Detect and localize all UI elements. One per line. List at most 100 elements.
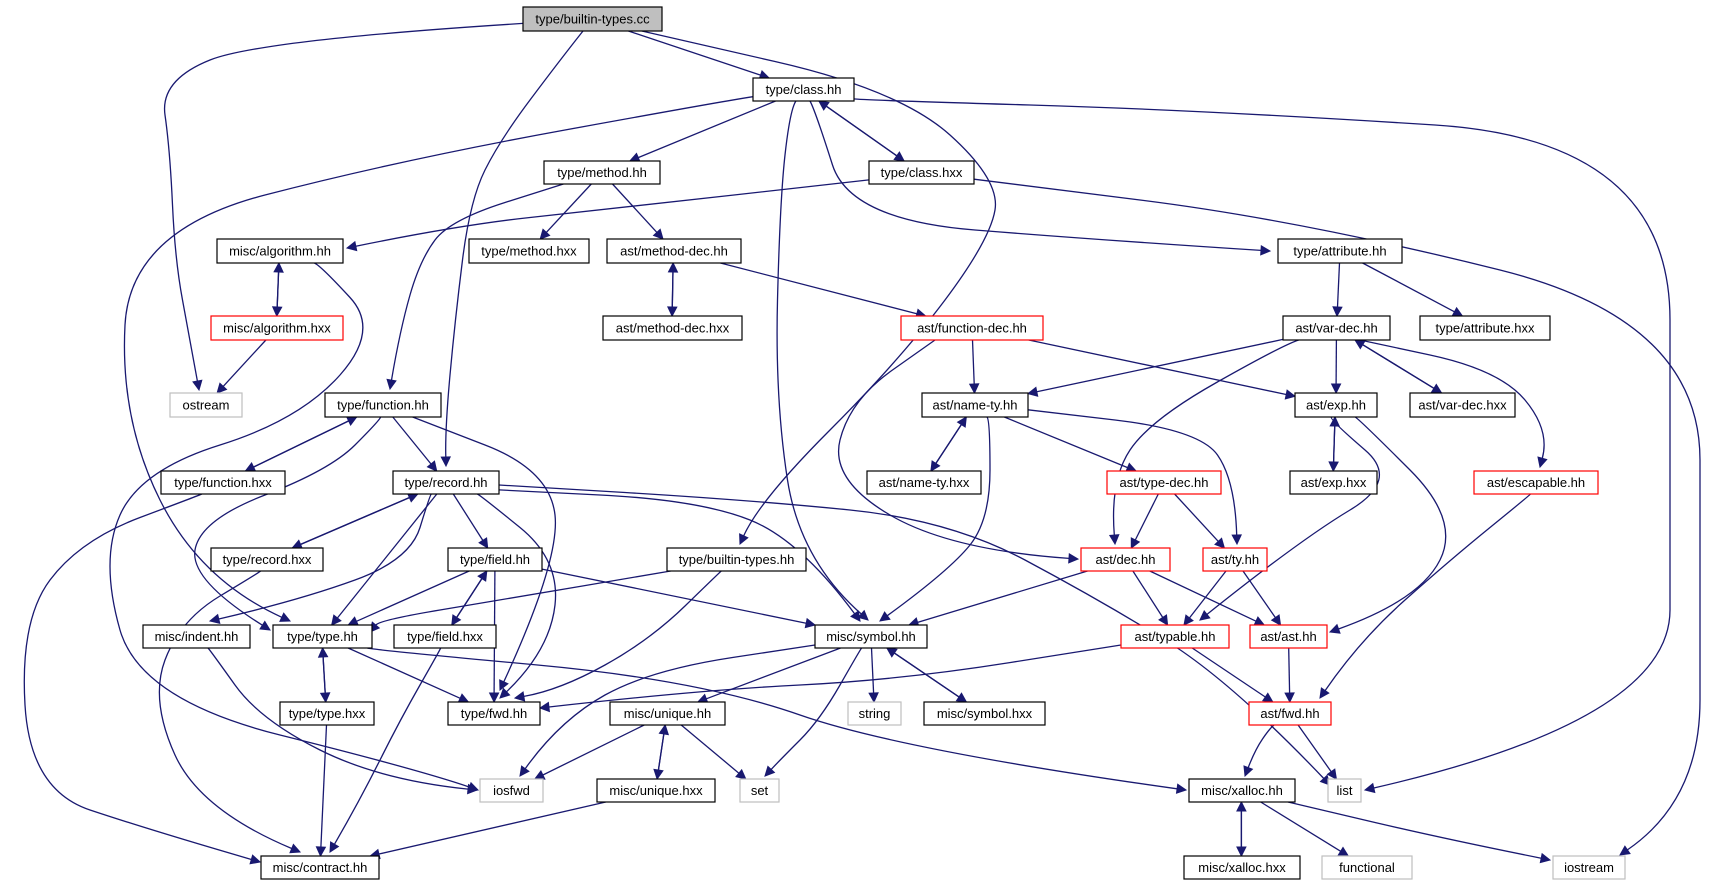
edge-method_dec_hh-to-function_dec_hh	[720, 262, 927, 319]
node-builtin-types-hh[interactable]: type/builtin-types.hh	[666, 547, 807, 572]
node-method-dec-hh[interactable]: ast/method-dec.hh	[606, 238, 742, 264]
node-var-dec-hh[interactable]: ast/var-dec.hh	[1282, 315, 1391, 341]
edge-line	[720, 262, 917, 315]
edge-line	[1149, 570, 1257, 622]
node-label: misc/unique.hxx	[609, 783, 703, 798]
node-box	[1277, 238, 1403, 264]
edge-type_dec_hh-to-dec_hh	[1130, 493, 1159, 549]
node-box	[739, 778, 780, 803]
node-ast-hh[interactable]: ast/ast.hh	[1249, 624, 1328, 649]
node-symbol-hxx[interactable]: misc/symbol.hxx	[923, 701, 1046, 726]
arrowhead	[1243, 765, 1254, 778]
node-exp-hxx[interactable]: ast/exp.hxx	[1289, 470, 1378, 495]
edge-line	[838, 339, 1070, 560]
node-contract-hh[interactable]: misc/contract.hh	[260, 855, 380, 880]
node-class-hxx[interactable]: type/class.hxx	[868, 160, 975, 185]
node-field-hh[interactable]: type/field.hh	[447, 547, 543, 572]
edge-line	[347, 647, 461, 699]
node-box	[1321, 855, 1413, 880]
node-ty-hh[interactable]: ast/ty.hh	[1202, 547, 1268, 572]
arrowhead	[499, 679, 509, 692]
arrowhead	[1619, 845, 1631, 856]
node-box	[1294, 392, 1378, 418]
node-exp-hh[interactable]: ast/exp.hh	[1294, 392, 1378, 418]
node-label: misc/algorithm.hh	[229, 244, 331, 259]
node-record-hh[interactable]: type/record.hh	[392, 470, 500, 495]
node-type-hh[interactable]: type/type.hh	[272, 624, 373, 649]
arrowhead	[331, 614, 342, 626]
node-field-hxx[interactable]: type/field.hxx	[393, 624, 497, 649]
arrowhead	[764, 765, 776, 777]
node-class-hh[interactable]: type/class.hh	[752, 77, 855, 102]
edge-line	[1206, 416, 1381, 615]
node-function-hh[interactable]: type/function.hh	[324, 392, 442, 418]
node-function-hxx[interactable]: type/function.hxx	[160, 470, 286, 495]
edge-record_hh-to-fwd_hh	[476, 493, 557, 699]
edge-class_hh-to-attribute_hh	[809, 100, 1272, 256]
node-method-hh[interactable]: type/method.hh	[543, 160, 661, 185]
arrowhead	[1330, 383, 1342, 395]
node-box	[1188, 778, 1296, 803]
edge-symbol_hxx-to-symbol_hh	[885, 647, 967, 703]
arrowhead	[1175, 783, 1188, 794]
node-escapable-hh[interactable]: ast/escapable.hh	[1473, 470, 1599, 495]
node-xalloc-hh[interactable]: misc/xalloc.hh	[1188, 778, 1296, 803]
node-algorithm-hxx[interactable]: misc/algorithm.hxx	[210, 315, 344, 341]
edge-line	[1260, 801, 1342, 852]
edge-line	[523, 570, 722, 698]
node-method-hxx[interactable]: type/method.hxx	[468, 238, 590, 264]
node-xalloc-hxx[interactable]: misc/xalloc.hxx	[1183, 855, 1301, 880]
edge-class_hxx-to-algorithm_hh	[345, 179, 870, 252]
node-type-dec-hh[interactable]: ast/type-dec.hh	[1106, 470, 1222, 495]
node-label: type/record.hxx	[223, 552, 312, 567]
node-attribute-hxx[interactable]: type/attribute.hxx	[1419, 315, 1551, 341]
node-label: list	[1337, 783, 1353, 798]
edge-line	[524, 644, 816, 770]
arrowhead	[1270, 614, 1282, 626]
edge-line	[894, 652, 967, 703]
node-label: misc/xalloc.hxx	[1198, 860, 1286, 875]
edge-line	[1028, 339, 1287, 396]
node-builtin-types-cc[interactable]: type/builtin-types.cc	[522, 6, 663, 32]
edge-line	[641, 30, 997, 537]
edge-line	[637, 100, 776, 159]
edge-exp_hxx-to-exp_hh	[1329, 415, 1340, 472]
node-type-hxx[interactable]: type/type.hxx	[279, 701, 375, 726]
arrowhead	[216, 382, 228, 394]
arrowhead	[1284, 389, 1297, 400]
edge-line	[245, 420, 349, 472]
edge-line	[971, 339, 975, 385]
node-function-dec-hh[interactable]: ast/function-dec.hh	[900, 315, 1044, 341]
node-name-ty-hxx[interactable]: ast/name-ty.hxx	[866, 470, 982, 495]
edge-field_hxx-to-field_hh	[451, 570, 488, 626]
node-unique-hh[interactable]: misc/unique.hh	[609, 701, 726, 726]
node-name-ty-hh[interactable]: ast/name-ty.hh	[921, 392, 1029, 418]
node-dec-hh[interactable]: ast/dec.hh	[1080, 547, 1171, 572]
arrowhead	[406, 492, 419, 503]
node-label: ast/method-dec.hxx	[616, 321, 730, 336]
node-box	[210, 547, 324, 572]
node-algorithm-hh[interactable]: misc/algorithm.hh	[216, 238, 344, 264]
node-box	[921, 392, 1029, 418]
arrowhead	[857, 609, 869, 621]
edge-line	[207, 647, 469, 790]
edge-line	[541, 568, 807, 624]
node-ast-fwd-hh[interactable]: ast/fwd.hh	[1248, 701, 1332, 726]
node-var-dec-hxx[interactable]: ast/var-dec.hxx	[1409, 392, 1516, 418]
node-attribute-hh[interactable]: type/attribute.hh	[1277, 238, 1403, 264]
node-unique-hxx[interactable]: misc/unique.hxx	[596, 778, 716, 803]
node-box	[447, 701, 541, 726]
edge-line	[1359, 339, 1545, 459]
node-box	[479, 778, 544, 803]
arrowhead	[1068, 553, 1080, 564]
node-symbol-hh[interactable]: misc/symbol.hh	[814, 624, 928, 649]
node-iostream: iostream	[1552, 855, 1626, 880]
node-fwd-hh[interactable]: type/fwd.hh	[447, 701, 541, 726]
node-indent-hh[interactable]: misc/indent.hh	[142, 624, 251, 649]
node-typable-hh[interactable]: ast/typable.hh	[1120, 624, 1230, 649]
arrowhead	[1329, 415, 1340, 427]
arrowhead	[538, 701, 550, 713]
node-method-dec-hxx[interactable]: ast/method-dec.hxx	[602, 315, 743, 341]
node-record-hxx[interactable]: type/record.hxx	[210, 547, 324, 572]
arrowhead	[1537, 456, 1548, 469]
